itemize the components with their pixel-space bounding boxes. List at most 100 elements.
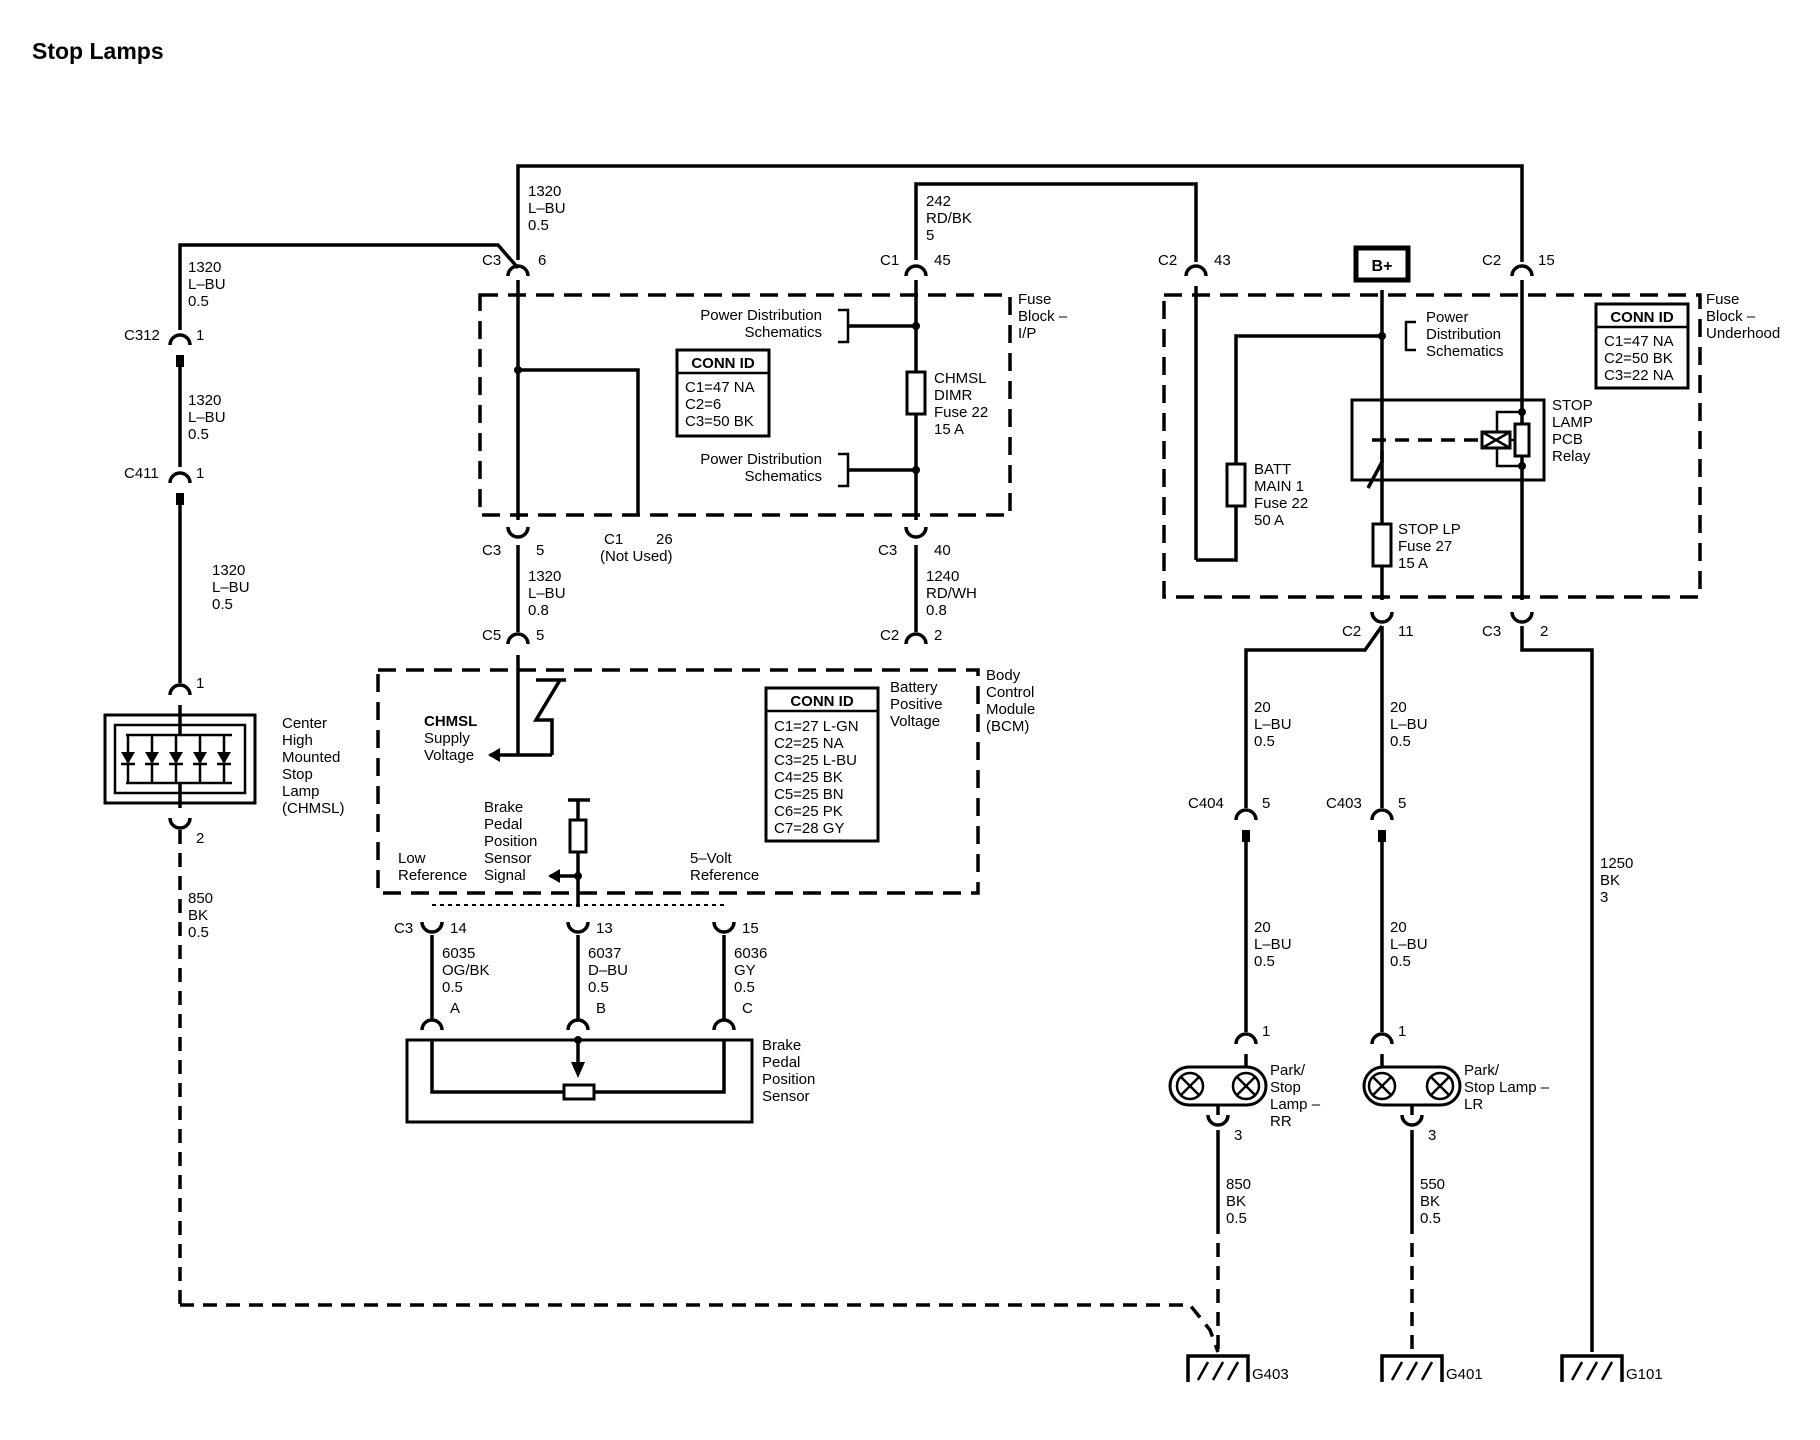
c1-top-label: C1 (880, 252, 899, 269)
stop-lp-fuse (1371, 522, 1393, 568)
uh-c2b-label: C2 (1482, 252, 1501, 269)
bcm-box (376, 668, 980, 895)
c312-label: C312 (124, 327, 160, 344)
park-stop-lamp-lr-label: Park/Stop Lamp –LR (1464, 1062, 1550, 1113)
lr-pin-3: 3 (1428, 1127, 1436, 1144)
page-title: Stop Lamps (32, 38, 164, 64)
bcm-c3-label: C3 (394, 920, 413, 937)
park-stop-lamp-lr (1362, 1054, 1462, 1115)
fuse-block-ip-box (478, 293, 1012, 517)
uh-conn-id-title: CONN ID (1610, 309, 1674, 326)
uh-c3-label: C3 (1482, 623, 1501, 640)
rr-pin-1: 1 (1262, 1023, 1270, 1040)
bcm-pin-14: 14 (450, 920, 467, 937)
chmsl-pin-1: 1 (196, 675, 204, 692)
c1-top-pin: 45 (934, 252, 951, 269)
c3-bot2-pin: 40 (934, 542, 951, 559)
conn-id-table-underhood (1594, 302, 1690, 390)
bcm-c5-pin: 5 (536, 627, 544, 644)
bcm-c2-pin: 2 (934, 627, 942, 644)
ground-g401-label: G401 (1446, 1366, 1483, 1383)
uh-c2c-pin: 11 (1398, 623, 1414, 640)
sensor-pin-a: A (450, 1000, 460, 1017)
batt-main-fuse (1225, 462, 1247, 508)
relay-box (1350, 398, 1546, 482)
chmsl-supply-arrow (488, 748, 500, 762)
uh-c2b-pin: 15 (1538, 252, 1555, 269)
c3-bot-pin: 5 (536, 542, 544, 559)
conn-id-table-ip (675, 348, 771, 438)
c1-bot-pin: 26 (656, 531, 673, 548)
c404-label: C404 (1188, 795, 1224, 812)
c1-bot-label: C1 (604, 531, 623, 548)
ground-g403-symbol (1186, 1354, 1250, 1382)
rr-pin-3: 3 (1234, 1127, 1242, 1144)
c411-pin: 1 (196, 465, 204, 482)
b-plus-label: B+ (1372, 258, 1393, 275)
wiring (178, 164, 1594, 1353)
c3-bot2-label: C3 (878, 542, 897, 559)
sensor-pin-b: B (596, 1000, 606, 1017)
c312-pin: 1 (196, 327, 204, 344)
bcm-conn-id-title: CONN ID (790, 693, 854, 710)
uh-c2a-pin: 43 (1214, 252, 1231, 269)
bpps-signal-arrow (548, 869, 560, 883)
c404-pin: 5 (1262, 795, 1270, 812)
c3-top-pin: 6 (538, 252, 546, 269)
c411-label: C411 (124, 465, 159, 482)
uh-c2a-label: C2 (1158, 252, 1177, 269)
park-stop-lamp-rr (1168, 1054, 1268, 1115)
uh-c2c-label: C2 (1342, 623, 1361, 640)
ground-g403-label: G403 (1252, 1366, 1289, 1383)
b-plus-box (1353, 245, 1411, 283)
ground-g101-symbol (1560, 1354, 1624, 1382)
chmsl-led-array (121, 705, 232, 808)
bcm-c5-label: C5 (482, 627, 501, 644)
ground-g401-symbol (1380, 1354, 1444, 1382)
chmsl-pin-2: 2 (196, 830, 204, 847)
ground-g101-label: G101 (1626, 1366, 1663, 1383)
bcm-pin-13: 13 (596, 920, 613, 937)
connector-arcs (168, 264, 1534, 1127)
c1-not-used: (Not Used) (600, 548, 673, 565)
conn-id-table-bcm (764, 686, 880, 843)
